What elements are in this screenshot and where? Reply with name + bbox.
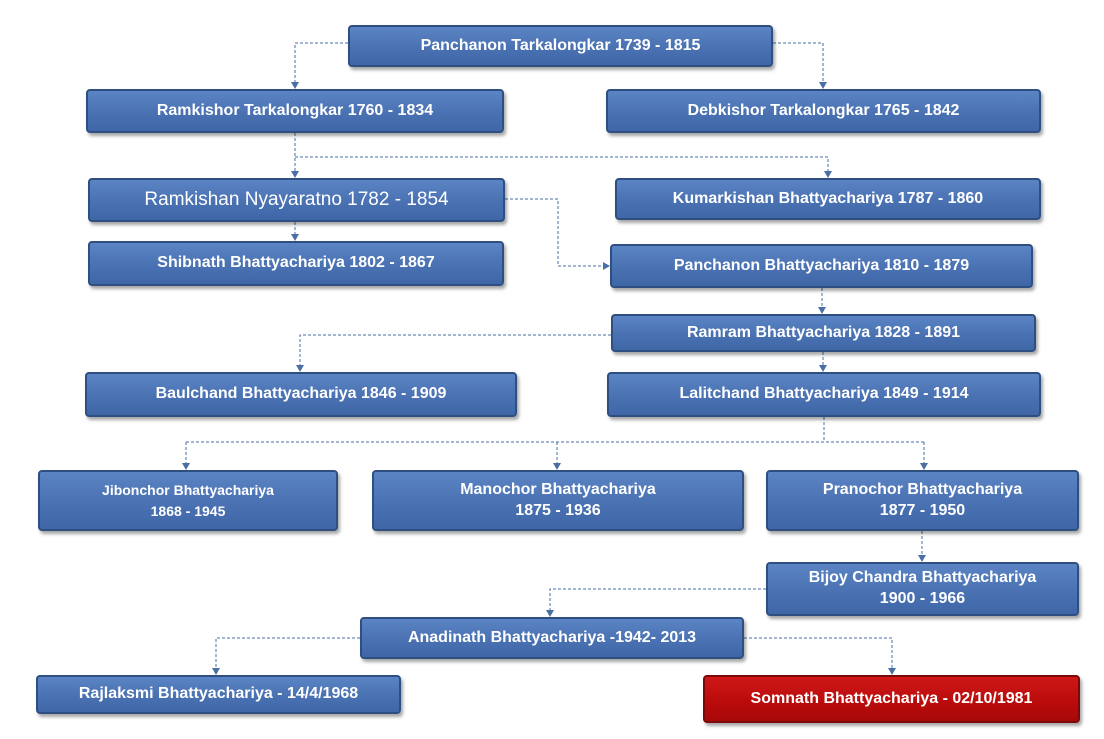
node-years: 1877 - 1950 [879, 501, 966, 519]
connector-panchanon-ramkishor [294, 42, 348, 88]
connector-bijoy-anadinath [549, 588, 766, 616]
arrowhead [291, 234, 299, 241]
arrowhead [819, 82, 827, 89]
arrowhead [296, 365, 304, 372]
node-label: Lalitchand Bhattyachariya 1849 - 1914 [679, 385, 969, 403]
node-label: Baulchand Bhattyachariya 1846 - 1909 [155, 385, 447, 403]
node-name: Pranochor Bhattyachariya [822, 480, 1023, 498]
node-lalitchand-bhattyachariya: Lalitchand Bhattyachariya 1849 - 1914 [607, 372, 1041, 417]
node-panchanon-tarkalongkar: Panchanon Tarkalongkar 1739 - 1815 [348, 25, 773, 67]
node-label: Rajlaksmi Bhattyachariya - 14/4/1968 [78, 685, 359, 703]
node-label: Panchanon Tarkalongkar 1739 - 1815 [420, 36, 701, 54]
node-name: Bijoy Chandra Bhattyachariya [808, 569, 1037, 587]
node-bijoy-chandra-bhattyachariya: Bijoy Chandra Bhattyachariya 1900 - 1966 [766, 562, 1079, 616]
node-shibnath-bhattyachariya: Shibnath Bhattyachariya 1802 - 1867 [88, 241, 504, 286]
connector-ramkishan-panchanon [505, 198, 609, 267]
node-ramkishor-tarkalongkar: Ramkishor Tarkalongkar 1760 - 1834 [86, 89, 504, 133]
node-panchanon-bhattyachariya: Panchanon Bhattyachariya 1810 - 1879 [610, 244, 1033, 288]
node-kumarkishan-bhattyachariya: Kumarkishan Bhattyachariya 1787 - 1860 [615, 178, 1041, 220]
node-years: 1875 - 1936 [515, 501, 601, 519]
node-label: Panchanon Bhattyachariya 1810 - 1879 [673, 256, 970, 274]
arrowhead [182, 463, 190, 470]
node-somnath-bhattyachariya: Somnath Bhattyachariya - 02/10/1981 [703, 675, 1080, 723]
node-ramkishan-nyayaratno: Ramkishan Nyayaratno 1782 - 1854 [88, 178, 505, 222]
node-anadinath-bhattyachariya: Anadinath Bhattyachariya -1942- 2013 [360, 617, 744, 659]
arrowhead [291, 82, 299, 89]
arrowhead [918, 555, 926, 562]
node-years: 1900 - 1966 [879, 590, 966, 607]
connector-ramkishor-kumarkishan [295, 156, 829, 177]
arrowhead [212, 668, 220, 675]
node-debkishor-tarkalongkar: Debkishor Tarkalongkar 1765 - 1842 [606, 89, 1041, 133]
connector-anadinath-rajlaksmi [215, 637, 360, 674]
node-label: Ramkishan Nyayaratno 1782 - 1854 [144, 188, 449, 210]
node-manochor-bhattyachariya: Manochor Bhattyachariya 1875 - 1936 [372, 470, 744, 531]
arrowhead [603, 262, 610, 270]
node-label: Ramkishor Tarkalongkar 1760 - 1834 [156, 101, 434, 119]
arrowhead [546, 610, 554, 617]
node-jibonchor-bhattyachariya: Jibonchor Bhattyachariya 1868 - 1945 [38, 470, 338, 531]
node-baulchand-bhattyachariya: Baulchand Bhattyachariya 1846 - 1909 [85, 372, 517, 417]
arrowhead [920, 463, 928, 470]
arrowhead [291, 171, 299, 178]
node-ramram-bhattyachariya: Ramram Bhattyachariya 1828 - 1891 [611, 314, 1036, 352]
node-rajlaksmi-bhattyachariya: Rajlaksmi Bhattyachariya - 14/4/1968 [36, 675, 401, 714]
node-label: Debkishor Tarkalongkar 1765 - 1842 [687, 101, 960, 119]
node-label: Ramram Bhattyachariya 1828 - 1891 [686, 323, 961, 341]
node-label: Kumarkishan Bhattyachariya 1787 - 1860 [672, 189, 984, 207]
arrowhead [819, 365, 827, 372]
node-name: Manochor Bhattyachariya [460, 480, 656, 498]
arrowhead [824, 171, 832, 178]
node-years: 1868 - 1945 [150, 502, 226, 519]
node-name: Jibonchor Bhattyachariya [102, 482, 274, 499]
node-label: Anadinath Bhattyachariya -1942- 2013 [407, 628, 697, 646]
node-label: Shibnath Bhattyachariya 1802 - 1867 [157, 254, 435, 272]
connector-anadinath-somnath [744, 637, 893, 674]
connector-ramram-baulchand [299, 334, 611, 371]
node-label: Somnath Bhattyachariya - 02/10/1981 [750, 689, 1033, 707]
arrowhead [888, 668, 896, 675]
connector-panchanon-debkishor [773, 42, 824, 88]
arrowhead [818, 307, 826, 314]
arrowhead [553, 463, 561, 470]
node-pranochor-bhattyachariya: Pranochor Bhattyachariya 1877 - 1950 [766, 470, 1079, 531]
